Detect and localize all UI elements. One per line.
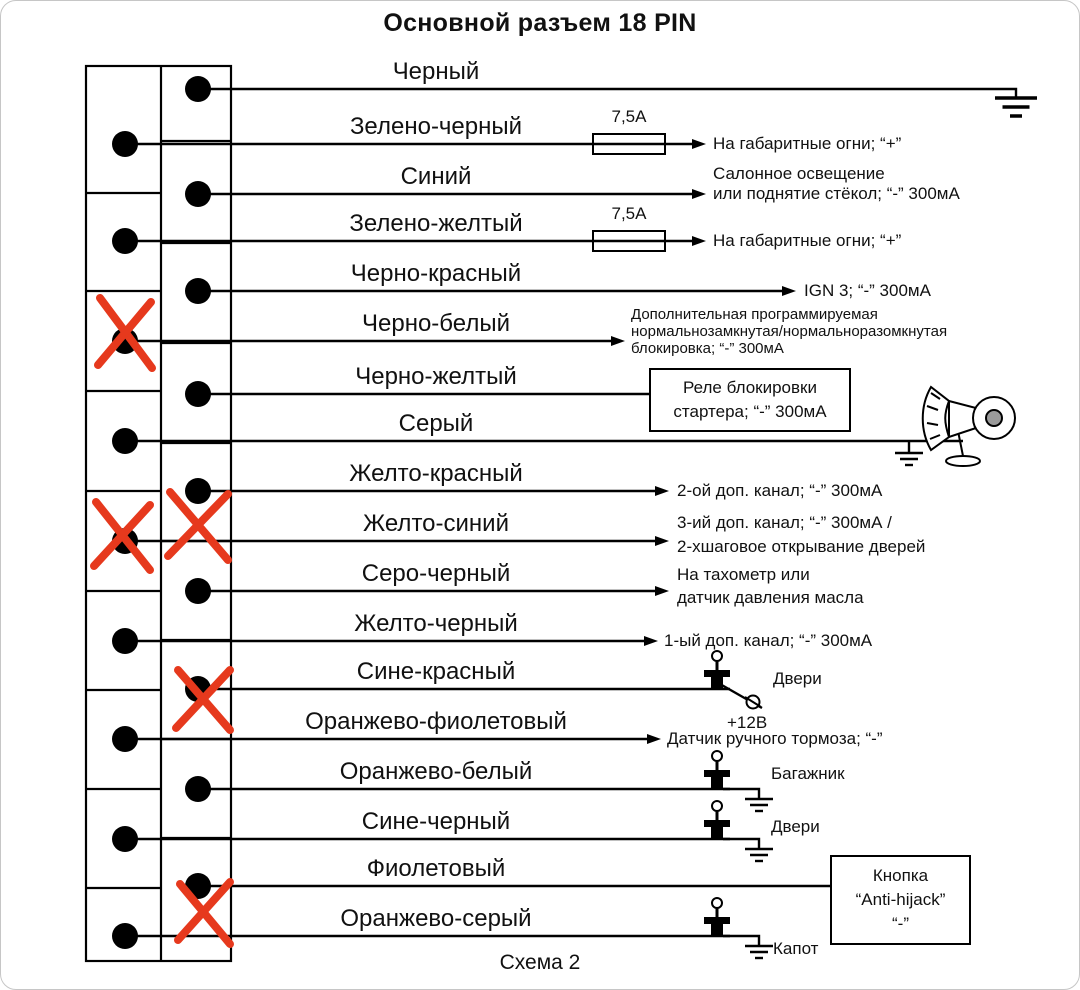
- wire-label-yellow-red: Желто-красный: [349, 460, 523, 487]
- wire-label-blue: Синий: [400, 163, 472, 190]
- anti-hijack-line-3: “-”: [892, 914, 909, 933]
- dest-tachometer-2: датчик давления масла: [677, 588, 864, 607]
- page-title: Основной разъем 18 PIN: [383, 9, 697, 37]
- wire-label-gray-black: Серо-черный: [361, 560, 511, 587]
- door-switch-icon: [702, 649, 732, 691]
- dest-ign3: IGN 3; “-” 300мА: [804, 281, 931, 300]
- switch-label-hood: Капот: [773, 939, 819, 958]
- wire-label-violet: Фиолетовый: [366, 855, 506, 882]
- wire-label-orange-violet: Оранжево-фиолетовый: [305, 708, 567, 735]
- wire-label-green-yellow: Зелено-желтый: [349, 210, 523, 237]
- plus12v-label: +12В: [727, 713, 768, 732]
- hood-switch-icon: [702, 896, 732, 938]
- wire-label-yellow-black: Желто-черный: [354, 610, 518, 637]
- dest-blocking-3: блокировка; “-” 300мА: [631, 340, 784, 357]
- dest-interior-light-2: или поднятие стёкол; “-” 300мА: [713, 184, 960, 203]
- pin-switch-icons: [702, 649, 732, 938]
- fuse-icon: [592, 133, 666, 252]
- wire-label-gray: Серый: [398, 410, 474, 437]
- arrowheads: [611, 139, 796, 744]
- fuse-rating-label: 7,5А: [611, 107, 647, 126]
- switch-label-doors-plus: Двери: [773, 669, 822, 688]
- dest-handbrake: Датчик ручного тормоза; “-”: [667, 729, 883, 748]
- wire-label-black-red: Черно-красный: [350, 260, 522, 287]
- cross-out-marks: [90, 294, 234, 948]
- wire-label-black-yellow: Черно-желтый: [355, 363, 517, 390]
- anti-hijack-box: Кнопка “Anti-hijack” “-”: [830, 855, 971, 945]
- dest-parking-lights-1: На габаритные огни; “+”: [713, 134, 902, 153]
- wire-label-orange-gray: Оранжево-серый: [340, 905, 532, 932]
- trunk-switch-icon: [702, 749, 732, 791]
- wire-label-blue-red: Сине-красный: [356, 658, 516, 685]
- anti-hijack-line-2: “Anti-hijack”: [855, 890, 946, 909]
- starter-relay-line-1: Реле блокировки: [683, 378, 817, 397]
- siren-icon: [921, 385, 1016, 467]
- switch-label-doors: Двери: [771, 817, 820, 836]
- starter-relay-line-2: стартера; “-” 300мА: [673, 402, 827, 421]
- plus12v-contact-icon: [744, 694, 762, 710]
- dest-tachometer-1: На тахометр или: [677, 565, 810, 584]
- anti-hijack-line-1: Кнопка: [872, 866, 929, 885]
- fuse-rating-label: 7,5А: [611, 204, 647, 223]
- wire-label-yellow-blue: Желто-синий: [363, 510, 509, 537]
- dest-channel-3-1: 3-ий доп. канал; “-” 300мА /: [677, 513, 892, 532]
- dest-channel-3-2: 2-хшаговое открывание дверей: [677, 537, 926, 556]
- wire-label-black-white: Черно-белый: [362, 310, 510, 337]
- wire-label-orange-white: Оранжево-белый: [339, 758, 533, 785]
- wire-label-black: Черный: [392, 58, 480, 85]
- switch-label-trunk: Багажник: [771, 764, 845, 783]
- wire-label-blue-black: Сине-черный: [361, 808, 511, 835]
- dest-parking-lights-2: На габаритные огни; “+”: [713, 231, 902, 250]
- dest-channel-2: 2-ой доп. канал; “-” 300мА: [677, 481, 883, 500]
- scheme-caption: Схема 2: [499, 951, 581, 974]
- dest-interior-light-1: Салонное освещение: [713, 164, 885, 183]
- starter-relay-box: Реле блокировки стартера; “-” 300мА: [649, 368, 851, 432]
- wire-lines: [125, 87, 1018, 946]
- door-switch-icon: [702, 799, 732, 841]
- dest-blocking-2: нормальнозамкнутая/нормальноразомкнутая: [631, 323, 948, 340]
- dest-blocking-1: Дополнительная программируемая: [631, 306, 878, 323]
- dest-channel-1: 1-ый доп. канал; “-” 300мА: [664, 631, 873, 650]
- wire-label-green-black: Зелено-черный: [349, 113, 523, 140]
